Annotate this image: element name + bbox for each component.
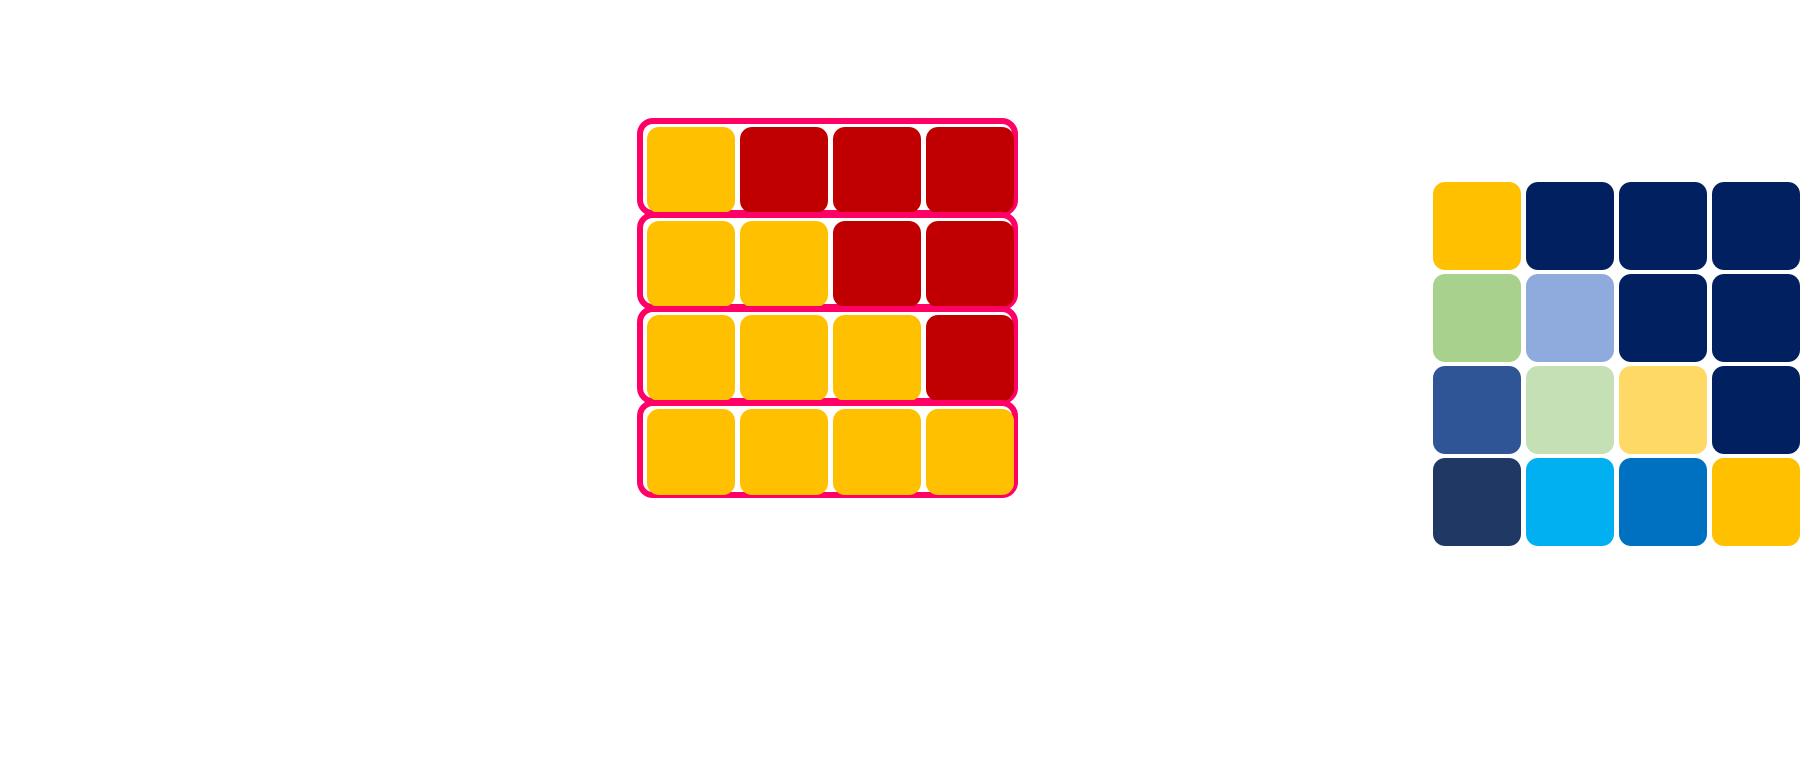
color-palette-grid bbox=[1433, 182, 1800, 546]
grid-cell-r1-c4 bbox=[926, 127, 1014, 213]
grid-cell-r4-c1 bbox=[647, 409, 735, 495]
row-cells bbox=[647, 221, 1014, 307]
outlined-row-grid bbox=[637, 118, 1018, 498]
grid-cell-r4-c2 bbox=[740, 409, 828, 495]
palette-cell-r1-c2 bbox=[1526, 182, 1614, 270]
palette-cell-r4-c1 bbox=[1433, 458, 1521, 546]
palette-cell-r2-c4 bbox=[1712, 274, 1800, 362]
palette-cell-r4-c3 bbox=[1619, 458, 1707, 546]
palette-cell-r1-c3 bbox=[1619, 182, 1707, 270]
row-group-1 bbox=[637, 118, 1018, 216]
row-group-2 bbox=[637, 212, 1018, 310]
grid-cell-r1-c2 bbox=[740, 127, 828, 213]
row-cells bbox=[647, 127, 1014, 213]
palette-cell-r3-c4 bbox=[1712, 366, 1800, 454]
palette-cell-r2-c1 bbox=[1433, 274, 1521, 362]
palette-cell-r3-c1 bbox=[1433, 366, 1521, 454]
palette-cell-r1-c4 bbox=[1712, 182, 1800, 270]
grid-cell-r4-c3 bbox=[833, 409, 921, 495]
grid-cell-r3-c2 bbox=[740, 315, 828, 401]
palette-cell-r1-c1 bbox=[1433, 182, 1521, 270]
palette-cell-r4-c4 bbox=[1712, 458, 1800, 546]
palette-cell-r3-c3 bbox=[1619, 366, 1707, 454]
grid-cell-r3-c1 bbox=[647, 315, 735, 401]
palette-cell-r2-c3 bbox=[1619, 274, 1707, 362]
grid-cell-r2-c4 bbox=[926, 221, 1014, 307]
row-group-4 bbox=[637, 400, 1018, 498]
grid-cell-r3-c4 bbox=[926, 315, 1014, 401]
palette-cell-r4-c2 bbox=[1526, 458, 1614, 546]
grid-cell-r4-c4 bbox=[926, 409, 1014, 495]
row-group-3 bbox=[637, 306, 1018, 404]
row-cells bbox=[647, 409, 1014, 495]
row-cells bbox=[647, 315, 1014, 401]
grid-cell-r1-c3 bbox=[833, 127, 921, 213]
grid-cell-r2-c1 bbox=[647, 221, 735, 307]
grid-cell-r1-c1 bbox=[647, 127, 735, 213]
palette-cell-r2-c2 bbox=[1526, 274, 1614, 362]
palette-cell-r3-c2 bbox=[1526, 366, 1614, 454]
grid-cell-r2-c2 bbox=[740, 221, 828, 307]
grid-cell-r3-c3 bbox=[833, 315, 921, 401]
grid-cell-r2-c3 bbox=[833, 221, 921, 307]
